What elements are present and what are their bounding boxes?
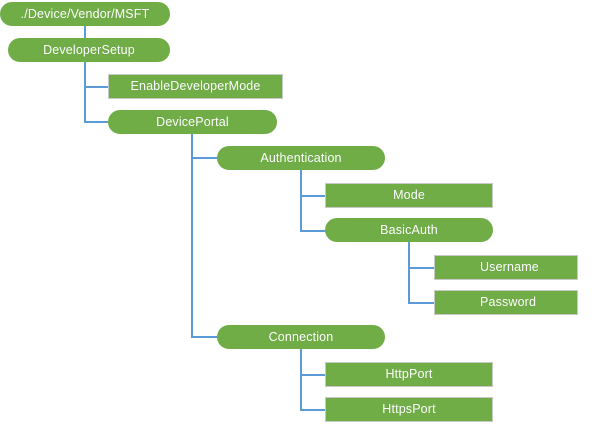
node-label-basicauth: BasicAuth (380, 222, 438, 237)
connector-auth-to-basicauth (300, 230, 326, 232)
node-label-root: ./Device/Vendor/MSFT (20, 6, 150, 21)
connector-deviceportal-trunk (191, 144, 193, 338)
connector-root-to-developersetup (84, 26, 86, 38)
connector-basicauth-to-password (408, 302, 435, 304)
connector-deviceportal-stem (191, 134, 193, 144)
node-mode[interactable]: Mode (325, 183, 493, 208)
node-label-mode: Mode (393, 188, 425, 203)
node-connection[interactable]: Connection (217, 325, 385, 349)
connector-connection-trunk (300, 359, 302, 410)
node-deviceportal[interactable]: DevicePortal (108, 110, 277, 134)
node-label-authentication: Authentication (260, 150, 342, 165)
connector-connection-to-httpsport (300, 409, 326, 411)
node-label-deviceportal: DevicePortal (156, 114, 229, 129)
node-label-httpport: HttpPort (385, 367, 433, 382)
node-authentication[interactable]: Authentication (217, 146, 385, 170)
connector-connection-stem (300, 349, 302, 359)
connector-basicauth-trunk (408, 252, 410, 303)
connector-auth-to-mode (300, 195, 326, 197)
connector-basicauth-to-username (408, 267, 435, 269)
node-username[interactable]: Username (434, 255, 578, 280)
connector-connection-to-httpport (300, 374, 326, 376)
node-label-developersetup: DeveloperSetup (43, 42, 135, 57)
connector-basicauth-stem (408, 242, 410, 252)
node-label-password: Password (480, 295, 537, 310)
connector-auth-stem (300, 170, 302, 180)
node-label-username: Username (480, 260, 539, 275)
node-label-httpsport: HttpsPort (382, 402, 436, 417)
connector-developersetup-to-deviceportal (84, 121, 109, 123)
connector-developersetup-trunk (84, 62, 86, 123)
node-developersetup[interactable]: DeveloperSetup (8, 38, 170, 62)
node-label-enabledevelopermode: EnableDeveloperMode (130, 79, 261, 94)
connector-auth-trunk (300, 180, 302, 231)
connector-deviceportal-to-connection (191, 336, 218, 338)
node-password[interactable]: Password (434, 290, 578, 315)
node-httpsport[interactable]: HttpsPort (325, 397, 493, 422)
node-label-connection: Connection (268, 329, 334, 344)
node-root[interactable]: ./Device/Vendor/MSFT (0, 2, 170, 26)
node-enabledevelopermode[interactable]: EnableDeveloperMode (108, 74, 283, 99)
connector-deviceportal-to-auth (191, 157, 218, 159)
node-basicauth[interactable]: BasicAuth (325, 218, 493, 242)
node-httpport[interactable]: HttpPort (325, 362, 493, 387)
connector-developersetup-to-enabledev (84, 86, 109, 88)
